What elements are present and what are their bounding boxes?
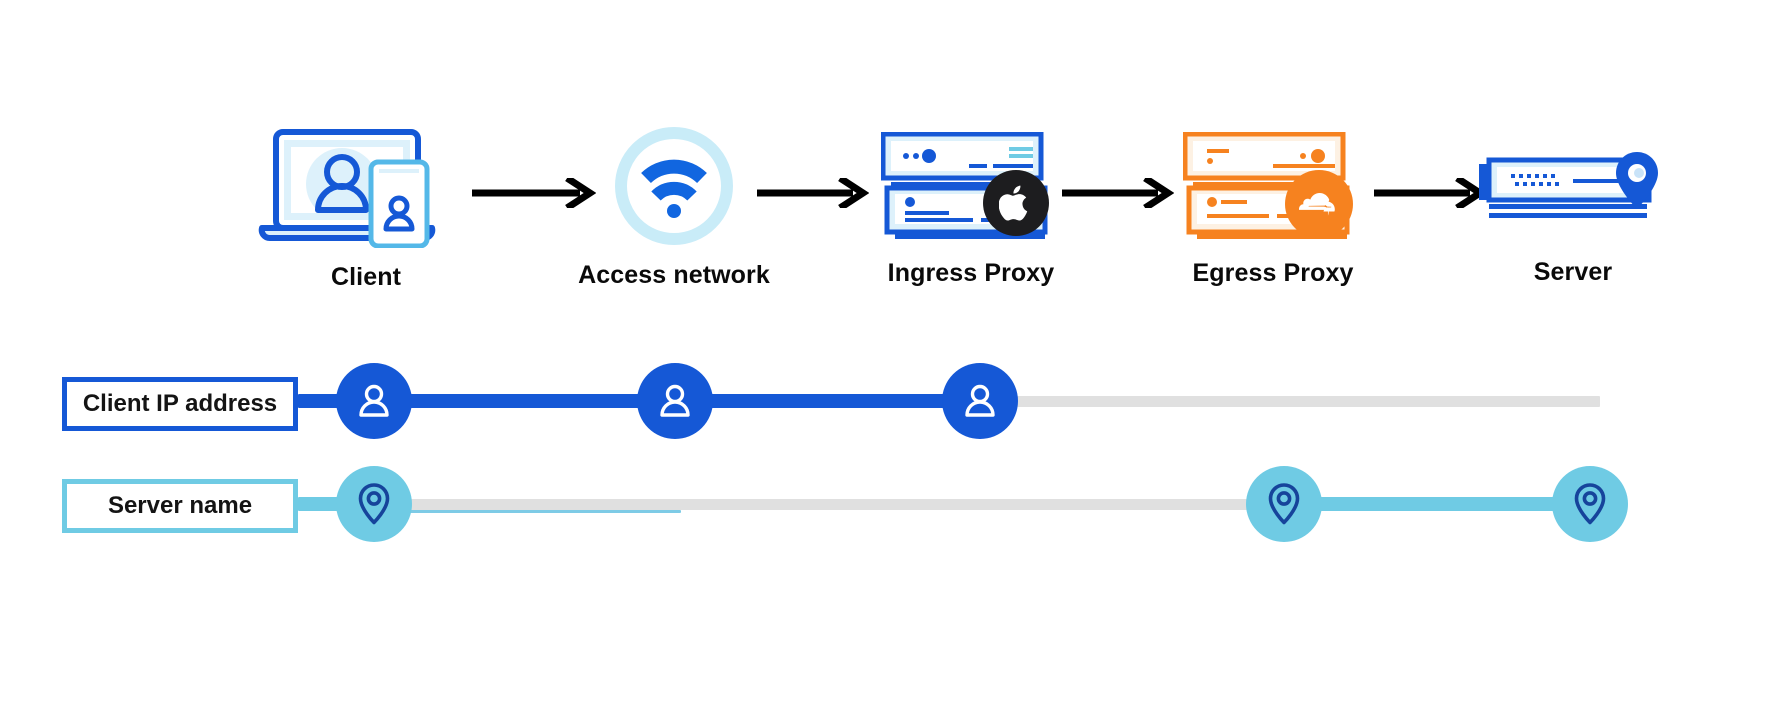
arrow-client-access	[472, 178, 596, 218]
track-sn-label-box: Server name	[62, 479, 298, 533]
server-stack-orange-icon	[1182, 131, 1363, 247]
track-sn-thin-segment	[374, 510, 681, 513]
node-egress-proxy: Egress Proxy	[1158, 131, 1388, 288]
track-ip-label: Client IP address	[82, 390, 278, 417]
track-sn-muted-segment	[404, 499, 1600, 510]
map-pin-icon	[358, 483, 390, 525]
track-ip-muted-segment	[980, 396, 1600, 407]
wifi-circle-icon	[614, 126, 734, 251]
cloudflare-logo-icon	[1285, 170, 1353, 238]
node-client: Client	[236, 128, 496, 292]
node-ingress-proxy: Ingress Proxy	[856, 131, 1086, 288]
map-pin-icon	[1574, 483, 1606, 525]
person-icon	[660, 384, 690, 417]
track-sn-label: Server name	[107, 492, 253, 519]
track-sn-active-segment	[1270, 497, 1592, 511]
node-label-egress-proxy: Egress Proxy	[1192, 259, 1354, 287]
person-icon	[965, 384, 995, 417]
chip-sn-egress	[1246, 466, 1322, 542]
map-pin-icon	[1268, 483, 1300, 525]
laptop-phone-user-icon	[258, 128, 474, 253]
chip-ip-ingress	[637, 363, 713, 439]
arrow-ingress-egress	[1062, 178, 1174, 218]
person-icon	[359, 384, 389, 417]
node-label-client: Client	[330, 263, 402, 291]
arrow-access-ingress	[757, 178, 869, 218]
node-server: Server	[1463, 152, 1683, 287]
server-pin-icon	[1477, 152, 1669, 248]
chip-ip-egress	[942, 363, 1018, 439]
track-ip-label-box: Client IP address	[62, 377, 298, 431]
apple-logo-icon	[983, 170, 1049, 236]
node-label-access-network: Access network	[578, 261, 770, 289]
node-access-network: Access network	[554, 126, 794, 290]
node-label-ingress-proxy: Ingress Proxy	[887, 259, 1055, 287]
chip-sn-client	[336, 466, 412, 542]
server-stack-blue-icon	[880, 131, 1061, 247]
node-label-server: Server	[1533, 258, 1613, 286]
chip-sn-server	[1552, 466, 1628, 542]
chip-ip-client	[336, 363, 412, 439]
